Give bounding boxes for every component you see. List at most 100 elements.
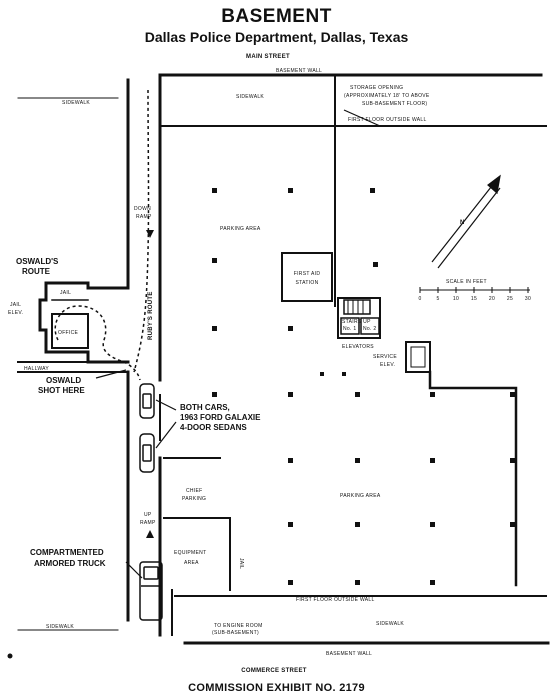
column (430, 458, 435, 463)
storage-opening-label-3: SUB-BASEMENT FLOOR) (362, 101, 427, 107)
armored-truck-cab (143, 566, 159, 580)
margin-dot (7, 653, 13, 659)
scale-tick-label: 5 (436, 296, 439, 302)
oswald-shot-label-2: SHOT HERE (38, 386, 85, 395)
storage-opening-label-2: (APPROXIMATELY 18' TO ABOVE (344, 93, 430, 99)
first-floor-wall-top-label: FIRST FLOOR OUTSIDE WALL (348, 117, 427, 123)
both-cars-label-2: 1963 FORD GALAXIE (180, 413, 261, 422)
parking-area-top-label: PARKING AREA (220, 226, 261, 232)
elevators-label: ELEVATORS (342, 344, 374, 350)
oswalds-route-label-1: OSWALD'S (16, 257, 59, 266)
north-arrow-shaft (431, 181, 496, 263)
first-aid-station-box (281, 252, 333, 302)
scale-label: SCALE IN FEET (446, 279, 487, 285)
top-sidewalk-label: SIDEWALK (236, 94, 264, 100)
scale-tick-label: 30 (525, 296, 531, 302)
car-1-icon (139, 383, 155, 419)
column (288, 522, 293, 527)
service-elevator-box (405, 341, 431, 373)
jail-vertical-label: JAIL (238, 558, 244, 569)
scale-tick-label: 15 (471, 296, 477, 302)
column (288, 188, 293, 193)
oswalds-route-label-2: ROUTE (22, 267, 51, 276)
north-arrow (431, 174, 501, 269)
parking-area-right-label: PARKING AREA (340, 493, 381, 499)
column (430, 392, 435, 397)
left-sidewalk-top-label: SIDEWALK (62, 100, 90, 106)
column (320, 372, 324, 376)
column (510, 522, 515, 527)
oswald-shot-label-1: OSWALD (46, 376, 81, 385)
equipment-area-label-2: AREA (184, 560, 199, 566)
oswald-shot-pointer (95, 369, 127, 379)
commerce-street-label: COMMERCE STREET (241, 668, 307, 674)
column (430, 580, 435, 585)
both-cars-pointer-2 (155, 421, 177, 449)
basement-wall-bottom-label: BASEMENT WALL (326, 651, 372, 657)
column (355, 458, 360, 463)
car-1-roof (142, 393, 152, 409)
armored-truck-pointer (125, 561, 143, 579)
elevator-block (337, 297, 381, 339)
up-ramp-label-1: UP (144, 512, 152, 518)
column (212, 326, 217, 331)
storage-opening-pointer (343, 109, 381, 127)
column (212, 258, 217, 263)
column (355, 392, 360, 397)
chief-parking-label-1: CHIEF (186, 488, 203, 494)
service-elev-label-1: SERVICE (373, 354, 397, 360)
exhibit-caption: COMMISSION EXHIBIT NO. 2179 (188, 682, 365, 694)
column (430, 522, 435, 527)
equipment-area-wall (163, 517, 231, 591)
rubys-route-path (133, 89, 150, 373)
column (288, 580, 293, 585)
elevator-2-label: No. 2 (363, 326, 376, 332)
scale-tick-label: 20 (489, 296, 495, 302)
jail-label: JAIL (60, 290, 71, 296)
both-cars-label-3: 4-DOOR SEDANS (180, 423, 247, 432)
rubys-route-label: RUBY'S ROUTE (148, 291, 154, 340)
jail-office-label: OFFICE (58, 330, 78, 336)
both-cars-label-1: BOTH CARS, (180, 403, 230, 412)
column (510, 392, 515, 397)
service-elevator-car (410, 346, 426, 368)
column (373, 262, 378, 267)
column (355, 580, 360, 585)
column (288, 458, 293, 463)
elevator-1-label: No. 1 (343, 326, 356, 332)
armored-truck-label-1: COMPARTMENTED (30, 548, 104, 557)
column (288, 392, 293, 397)
column (212, 392, 217, 397)
column (212, 188, 217, 193)
car-2-roof (142, 444, 152, 462)
north-arrow-head (487, 174, 501, 195)
main-street-label: MAIN STREET (246, 54, 290, 60)
right-step-wall (428, 370, 518, 587)
chief-parking-label-2: PARKING (182, 496, 206, 502)
up-ramp-label-2: RAMP (140, 520, 156, 526)
first-aid-label-2: STATION (295, 280, 318, 286)
elevator-1-box (340, 317, 360, 335)
down-ramp-label-2: RAMP (136, 214, 152, 220)
column (510, 458, 515, 463)
elevator-2-box (360, 317, 380, 335)
bottom-sidewalk-label: SIDEWALK (376, 621, 404, 627)
stairs-up-label: STAIRS UP (342, 319, 371, 325)
service-elev-label-2: ELEV. (380, 362, 395, 368)
diagram-subtitle: Dallas Police Department, Dallas, Texas (144, 29, 409, 45)
column (355, 522, 360, 527)
down-ramp-label-1: DOWN (134, 206, 151, 212)
up-ramp-arrow (146, 530, 154, 538)
armored-truck-label-2: ARMORED TRUCK (34, 559, 106, 568)
engine-room-label-2: (SUB-BASEMENT) (212, 630, 259, 636)
armored-truck-icon (139, 561, 163, 621)
jail-elev-label-2: ELEV. (8, 310, 23, 316)
jail-elev-label-1: JAIL (10, 302, 21, 308)
diagram-title: BASEMENT (221, 6, 332, 27)
scale-tick-label: 0 (418, 296, 421, 302)
both-cars-pointer-1 (155, 399, 177, 411)
first-aid-label-1: FIRST AID (294, 271, 321, 277)
basement-wall-top-label: BASEMENT WALL (276, 68, 322, 74)
jail-office-box (51, 313, 89, 349)
car-2-icon (139, 433, 155, 473)
